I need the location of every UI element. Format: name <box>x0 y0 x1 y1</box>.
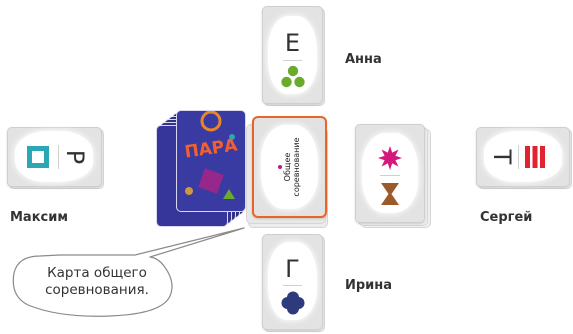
callout-text-line2: соревнования. <box>45 282 149 298</box>
player-name-sergey: Сергей <box>480 210 533 225</box>
card-letter: Е <box>284 29 301 57</box>
common-competition-card[interactable]: Общее соревнование <box>252 116 327 218</box>
deck-top-card: ПАРА <box>176 110 246 212</box>
callout-text-line1: Карта общего <box>47 265 147 281</box>
red-bars-icon <box>525 146 545 168</box>
card-letter: Г <box>285 255 300 283</box>
center-card-dot <box>278 165 282 169</box>
magenta-burst-icon <box>378 146 402 170</box>
player-name-anna: Анна <box>345 52 382 67</box>
hourglass-icon <box>381 183 399 205</box>
three-green-dots-icon <box>281 65 305 88</box>
player-name-irina: Ирина <box>345 278 393 293</box>
cyan-square-icon <box>27 146 49 168</box>
player-name-maksim: Максим <box>10 210 68 225</box>
navy-quatrefoil-icon <box>281 291 305 315</box>
